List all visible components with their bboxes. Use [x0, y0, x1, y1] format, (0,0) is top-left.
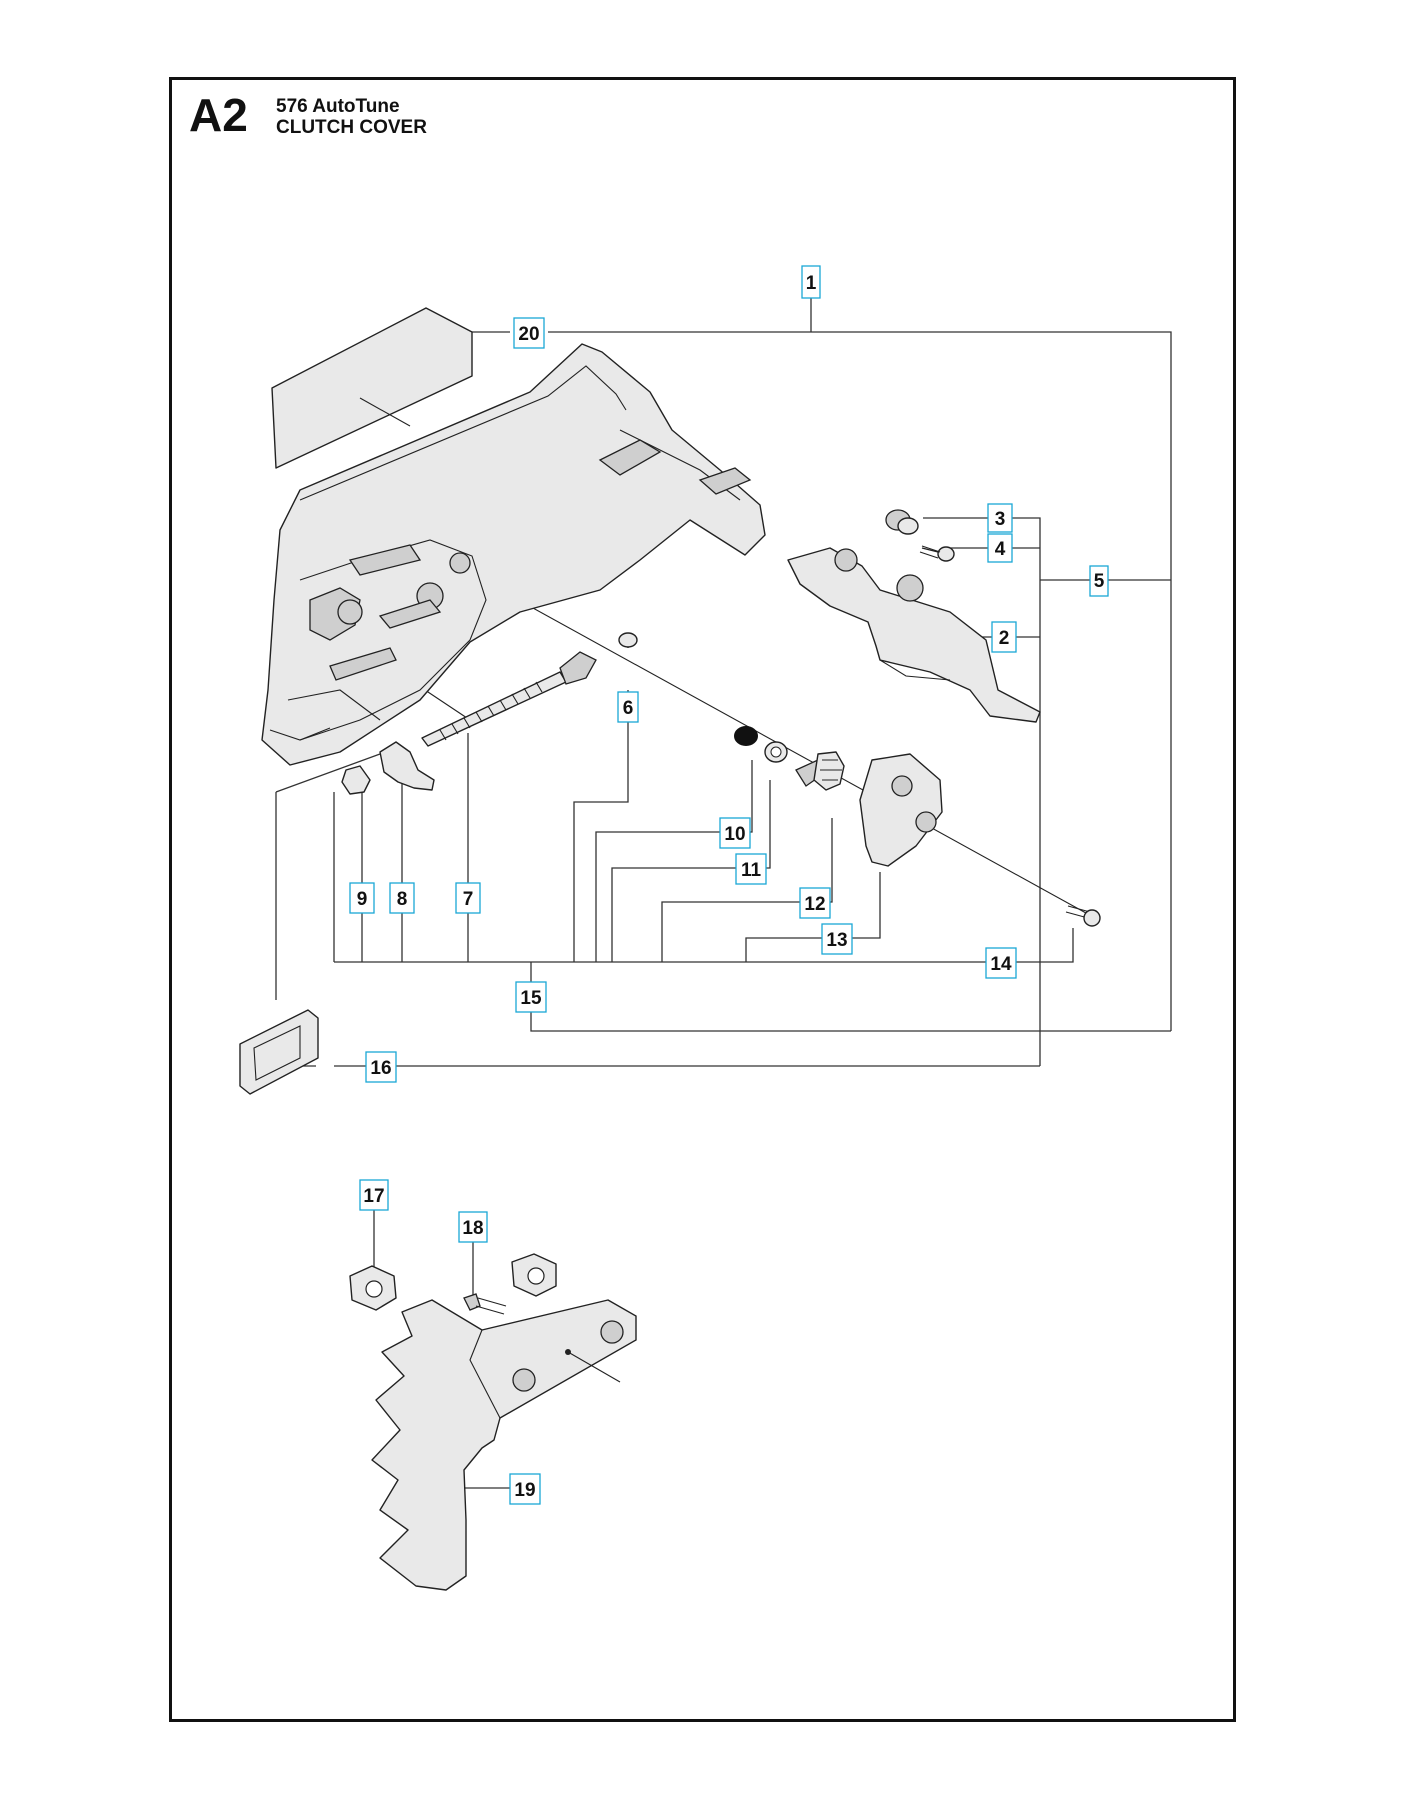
- svg-text:8: 8: [397, 889, 408, 910]
- svg-text:13: 13: [826, 930, 847, 951]
- svg-text:9: 9: [357, 889, 368, 910]
- callout-17: 17: [359, 1179, 389, 1211]
- callout-6: 6: [617, 691, 639, 723]
- part-20-decal: [271, 307, 473, 469]
- part-6-washer: [618, 632, 638, 648]
- svg-text:7: 7: [463, 889, 474, 910]
- svg-text:4: 4: [995, 539, 1006, 560]
- part-2-chain-guide: [787, 547, 1041, 723]
- callout-2: 2: [991, 621, 1017, 653]
- svg-text:19: 19: [514, 1480, 535, 1501]
- svg-text:14: 14: [990, 954, 1012, 975]
- callout-12: 12: [799, 887, 831, 919]
- part-18-bolt: [463, 1253, 557, 1315]
- part-19-bumper-spike: [371, 1299, 637, 1591]
- svg-text:10: 10: [724, 824, 745, 845]
- svg-text:6: 6: [623, 698, 634, 719]
- part-12-tensioner-gear: [795, 751, 845, 791]
- part-3-sleeve: [885, 509, 919, 535]
- callout-3: 3: [987, 503, 1013, 533]
- part-11-washer: [764, 741, 788, 763]
- callout-19: 19: [509, 1473, 541, 1505]
- part-7-tensioner-screw: [421, 651, 597, 747]
- callout-13: 13: [821, 923, 853, 955]
- callout-14: 14: [985, 947, 1017, 979]
- part-13-cover-plate: [859, 753, 943, 867]
- callout-20: 20: [513, 317, 545, 349]
- svg-text:20: 20: [518, 324, 539, 345]
- callout-11: 11: [735, 853, 767, 885]
- svg-text:18: 18: [462, 1218, 483, 1239]
- svg-text:12: 12: [804, 894, 825, 915]
- svg-text:17: 17: [363, 1186, 384, 1207]
- svg-text:3: 3: [995, 509, 1006, 530]
- part-17-nut: [349, 1265, 397, 1311]
- callout-9: 9: [349, 882, 375, 914]
- svg-text:15: 15: [520, 988, 542, 1009]
- part-16-pad: [239, 1009, 319, 1095]
- part-4-screw: [919, 545, 955, 562]
- diagram-title: CLUTCH COVER: [276, 117, 427, 138]
- callout-10: 10: [719, 817, 751, 849]
- callout-15: 15: [515, 981, 547, 1013]
- svg-text:2: 2: [999, 628, 1010, 649]
- callout-18: 18: [458, 1211, 488, 1243]
- callout-5: 5: [1089, 565, 1109, 597]
- svg-text:1: 1: [806, 273, 817, 294]
- part-14-screw: [1065, 905, 1101, 927]
- callout-7: 7: [455, 882, 481, 914]
- callout-1: 1: [801, 265, 821, 299]
- callout-4: 4: [987, 533, 1013, 563]
- callout-16: 16: [365, 1051, 397, 1083]
- callout-8: 8: [389, 882, 415, 914]
- part-1-clutch-cover: [261, 343, 766, 766]
- section-code: A2: [189, 89, 248, 141]
- part-10-o-ring: [734, 726, 758, 746]
- svg-text:11: 11: [741, 860, 762, 881]
- part-9-nut: [341, 765, 371, 795]
- svg-text:5: 5: [1094, 571, 1105, 592]
- diagram-frame: [169, 77, 1236, 1722]
- svg-text:16: 16: [370, 1058, 391, 1079]
- part-8-slider: [379, 741, 435, 791]
- model-name: 576 AutoTune: [276, 96, 400, 117]
